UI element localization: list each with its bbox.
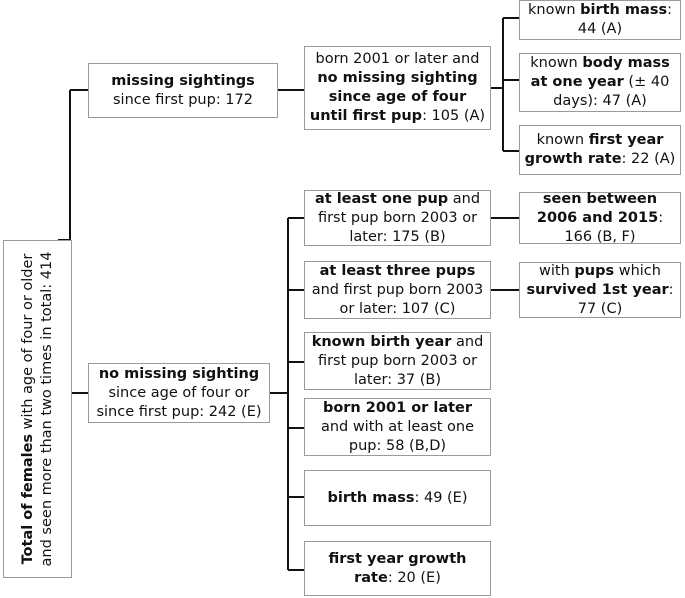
known-birth-year-box: known birth year and first pup born 2003… <box>304 332 491 390</box>
kby-rest: and first pup born 2003 or later: 37 (B) <box>317 333 484 388</box>
first-year-growth-box: first year growth rate: 20 (E) <box>304 541 491 596</box>
root-label-bold: Total of females <box>19 433 36 565</box>
birth-mass-box: birth mass: 49 (E) <box>304 470 491 526</box>
born2001-bold: no missing sighting since age of four un… <box>309 70 478 124</box>
born-2001-box: born 2001 or later and no missing sighti… <box>304 46 491 130</box>
known-birth-mass-box: known birth mass: 44 (A) <box>519 0 681 40</box>
at-least-one-pup-box: at least one pup and first pup born 2003… <box>304 190 491 246</box>
bm-post: (± 40 days): 47 (A) <box>553 74 670 109</box>
missing-rest: since first pup: 172 <box>113 91 253 108</box>
seen-between-box: seen between 2006 and 2015: 166 (B, F) <box>519 190 681 245</box>
wp-pre: with <box>539 262 575 279</box>
kgr-pre: known <box>536 132 589 148</box>
sb-bold: seen between 2006 and 2015 <box>536 190 659 226</box>
fyg-rest: : 20 (E) <box>387 569 441 586</box>
missing-sightings-box: missing sightings since first pup: 172 <box>88 63 278 118</box>
alt-rest: and first pup born 2003 or later: 107 (C… <box>311 281 484 317</box>
alo-bold: at least one pup <box>314 190 449 207</box>
fyg-bold: first year growth rate <box>328 550 467 586</box>
alt-bold: at least three pups <box>319 262 476 279</box>
wp-bold1: pups <box>574 262 615 279</box>
bop-rest: and with at least one pup: 58 (B,D) <box>320 418 475 454</box>
kbm-bold: birth mass <box>580 2 668 18</box>
bm-bold: body mass at one year <box>530 55 670 90</box>
alo-rest: and first pup born 2003 or later: 175 (B… <box>317 190 481 245</box>
known-growth-rate-box: known first year growth rate: 22 (A) <box>519 125 681 175</box>
kbm-pre: known <box>528 2 581 18</box>
birth-mass-bold: birth mass <box>327 489 415 506</box>
at-least-three-pups-box: at least three pups and first pup born 2… <box>304 261 491 319</box>
born-2001-one-pup-box: born 2001 or later and with at least one… <box>304 398 491 456</box>
no-missing-sighting-box: no missing sighting since age of four or… <box>88 363 270 423</box>
body-mass-box: known body mass at one year (± 40 days):… <box>519 53 681 112</box>
no-missing-rest: since age of four or since first pup: 24… <box>96 384 262 420</box>
wp-bold2: survived 1st year <box>526 281 669 298</box>
sb-rest: : 166 (B, F) <box>564 209 664 245</box>
root-box: Total of females with age of four or old… <box>3 240 72 578</box>
wp-post: : 77 (C) <box>577 281 674 317</box>
with-pups-box: with pups which survived 1st year: 77 (C… <box>519 262 681 318</box>
missing-bold: missing sightings <box>111 72 255 89</box>
bop-bold: born 2001 or later <box>322 399 473 416</box>
born2001-post: : 105 (A) <box>422 108 486 124</box>
wp-mid: which <box>614 262 661 279</box>
kgr-bold: first year growth rate <box>524 132 664 167</box>
kgr-post: : 22 (A) <box>621 151 676 167</box>
kbm-post: : 44 (A) <box>577 2 672 37</box>
bm-pre: known <box>530 55 583 71</box>
born2001-pre: born 2001 or later and <box>315 51 480 67</box>
kby-bold: known birth year <box>311 333 452 350</box>
no-missing-bold: no missing sighting <box>98 365 260 382</box>
birth-mass-rest: : 49 (E) <box>414 489 468 506</box>
